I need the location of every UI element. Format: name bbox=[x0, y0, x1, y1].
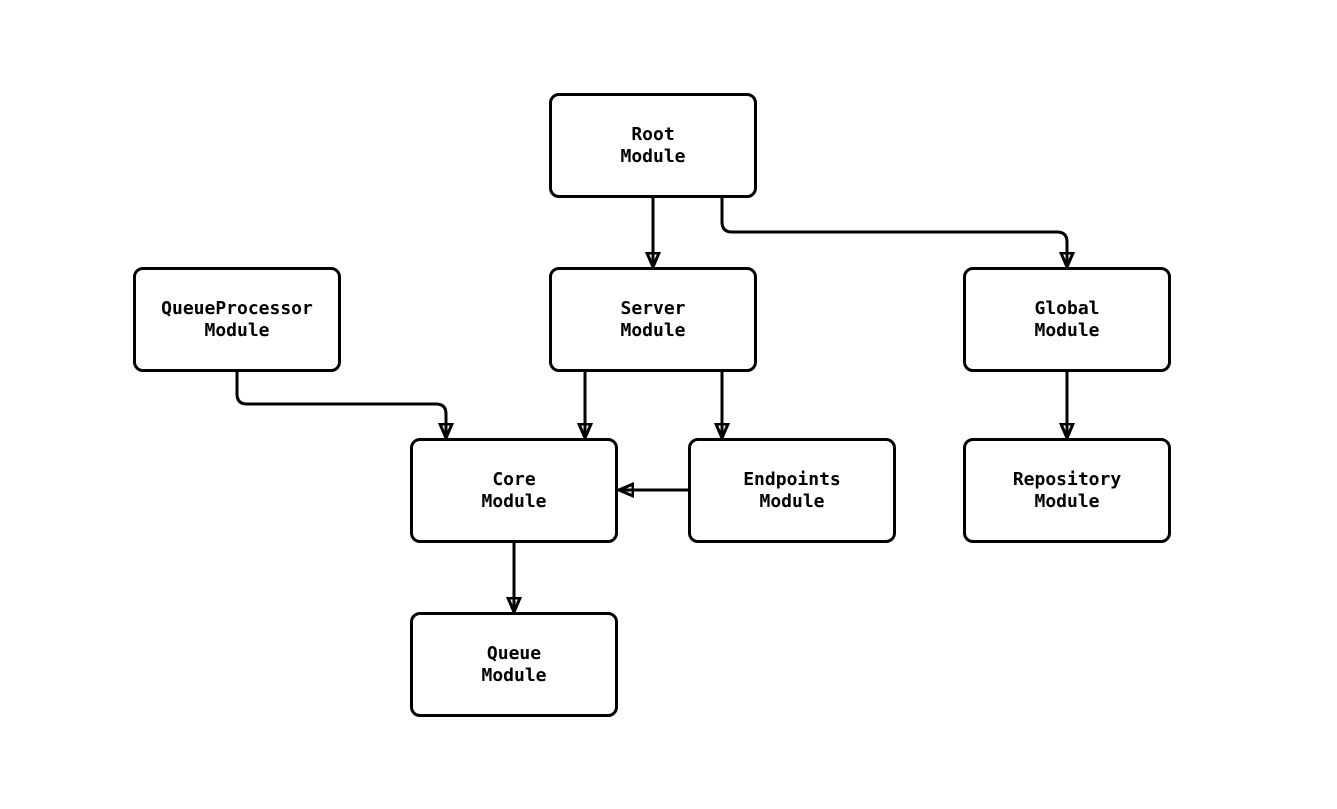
node-label-line2: Module bbox=[204, 319, 270, 341]
node-label-line1: Repository bbox=[1012, 468, 1122, 490]
node-queueprocessor-module: QueueProcessor Module bbox=[133, 267, 341, 372]
node-label-line1: Endpoints bbox=[743, 468, 841, 490]
node-label-line1: Global bbox=[1034, 297, 1100, 319]
node-label-line2: Module bbox=[759, 490, 825, 512]
node-label-line2: Module bbox=[1034, 490, 1100, 512]
node-label-line1: Server bbox=[620, 297, 686, 319]
node-queue-module: Queue Module bbox=[410, 612, 618, 717]
node-root-module: Root Module bbox=[549, 93, 757, 198]
node-endpoints-module: Endpoints Module bbox=[688, 438, 896, 543]
node-label-line1: Root bbox=[631, 123, 675, 145]
node-label-line1: QueueProcessor bbox=[161, 297, 313, 319]
node-label-line2: Module bbox=[620, 145, 686, 167]
node-label-line1: Core bbox=[492, 468, 536, 490]
node-label-line2: Module bbox=[1034, 319, 1100, 341]
node-core-module: Core Module bbox=[410, 438, 618, 543]
node-label-line2: Module bbox=[620, 319, 686, 341]
node-label-line1: Queue bbox=[486, 642, 542, 664]
node-repository-module: Repository Module bbox=[963, 438, 1171, 543]
node-server-module: Server Module bbox=[549, 267, 757, 372]
node-global-module: Global Module bbox=[963, 267, 1171, 372]
node-label-line2: Module bbox=[481, 664, 547, 686]
node-label-line2: Module bbox=[481, 490, 547, 512]
edge-queueprocessor-to-core bbox=[235, 372, 446, 437]
edge-root-to-global bbox=[720, 198, 1067, 266]
